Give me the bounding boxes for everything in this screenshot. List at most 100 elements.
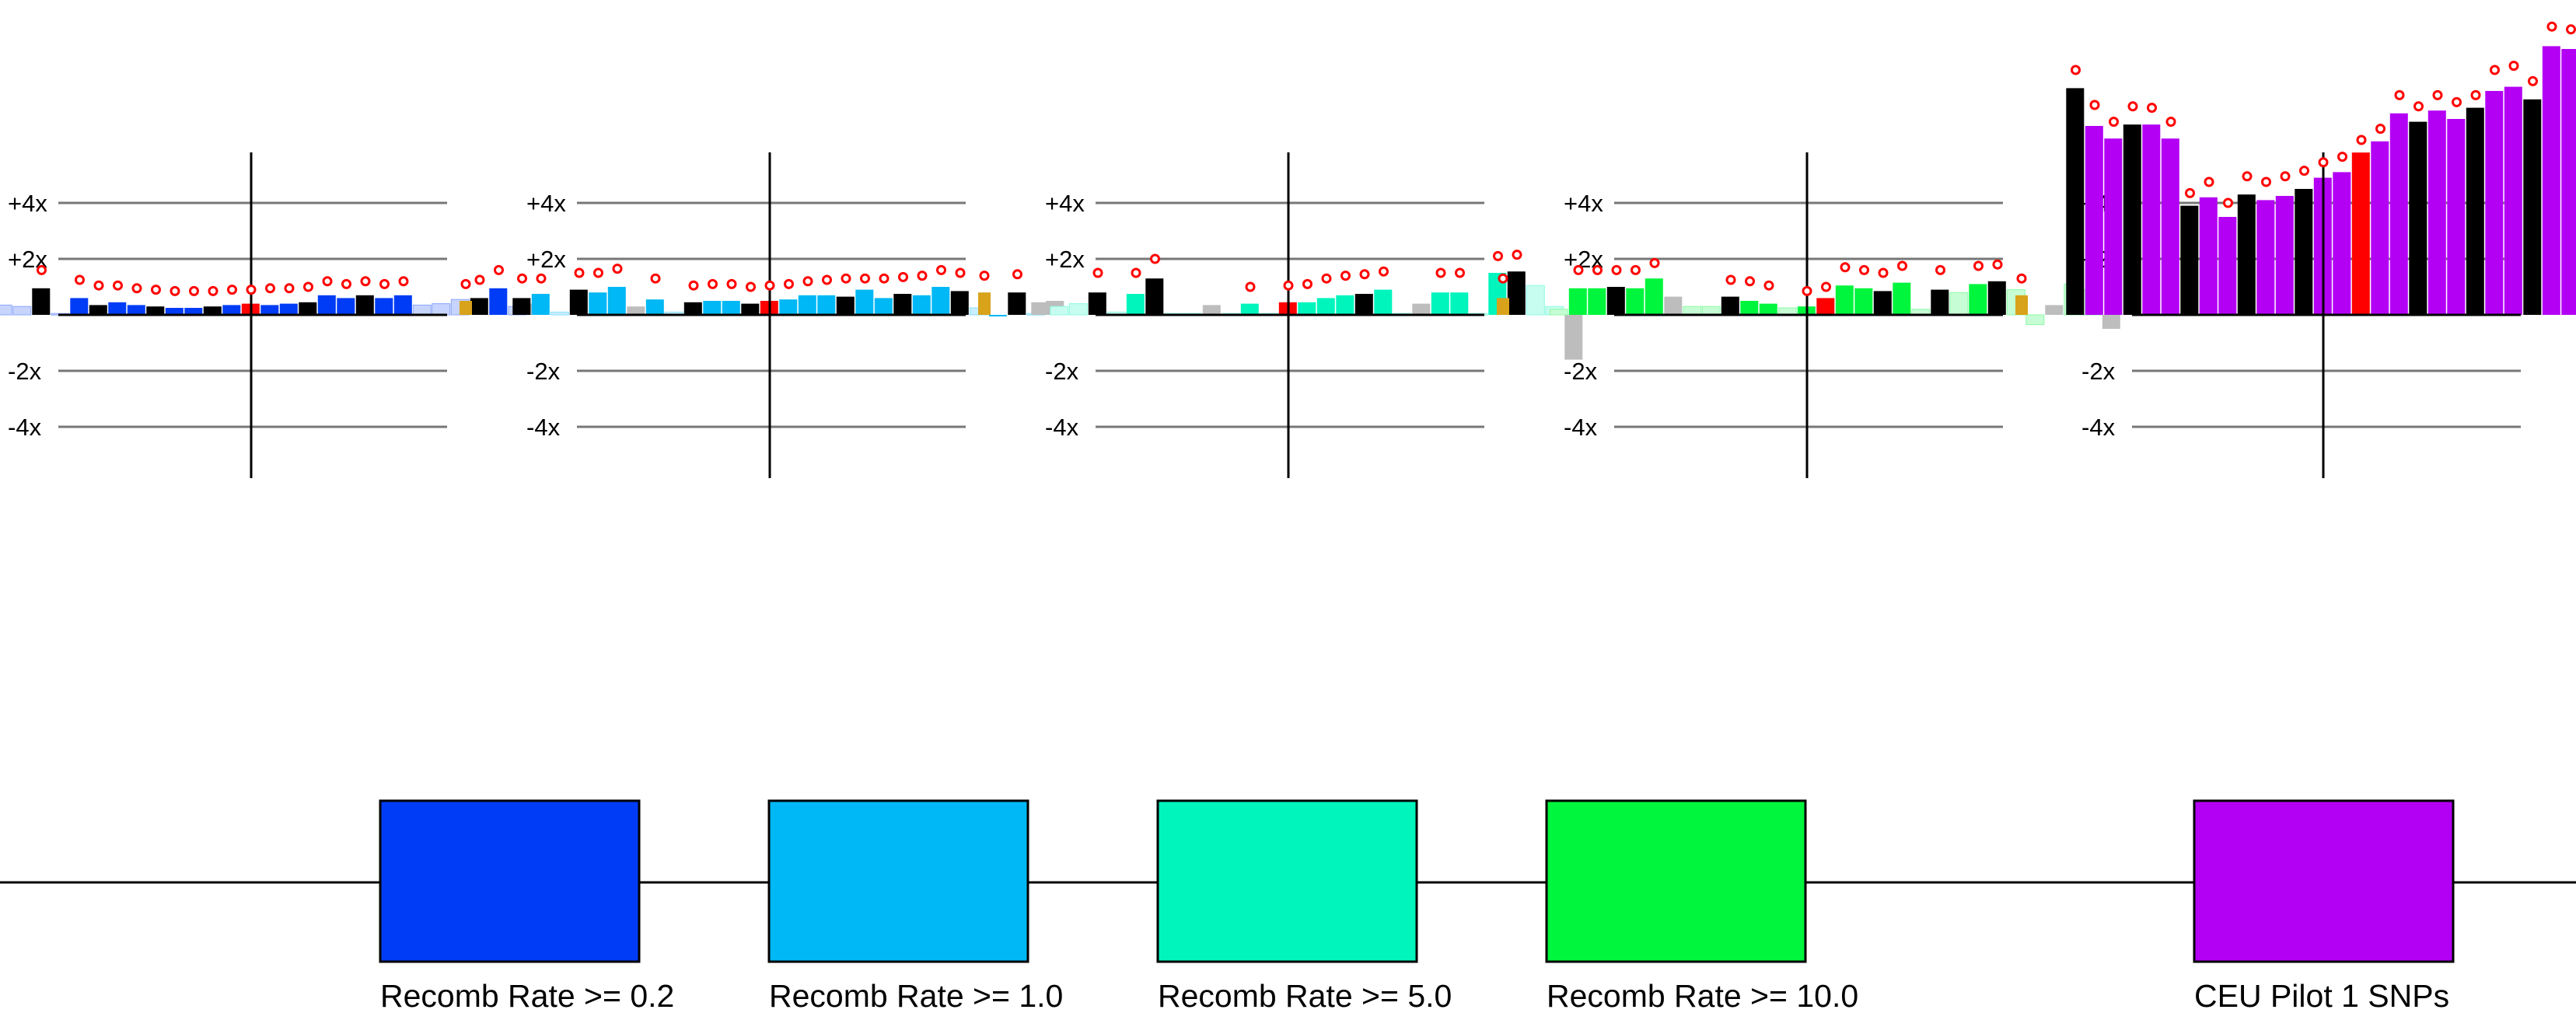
bar [1050,306,1069,316]
bar [2256,200,2275,315]
bar [108,302,127,315]
data-point [574,267,585,278]
legend-label: CEU Pilot 1 SNPs [2194,978,2449,1014]
bar [2351,152,2370,315]
bar [1526,285,1545,316]
y-tick-label: -2x [526,358,561,385]
legend-item: Recomb Rate >= 1.0 [767,799,1063,1014]
data-point [1012,269,1022,280]
bar [1068,303,1088,316]
bar [550,311,569,316]
bar [741,303,760,315]
bar [1374,289,1393,315]
bar [2102,315,2120,329]
bar [836,296,855,315]
y-tick-label: -4x [8,414,42,441]
bar [1568,288,1587,315]
bar [260,305,279,315]
data-point [75,274,85,285]
bar [2142,124,2161,315]
y-tick-label: +4x [8,190,47,217]
y-tick-label: -2x [2081,358,2116,385]
bar [627,306,645,315]
bar [1412,303,1431,315]
bar [337,298,355,315]
bar [2237,194,2256,315]
y-tick-label: -2x [1045,358,1079,385]
legend-swatch [1545,799,1807,963]
bar [1626,288,1645,315]
bar [1873,291,1892,315]
bar [1564,315,1583,360]
data-point [917,271,928,281]
data-point [131,283,142,294]
data-point [2452,96,2462,107]
data-point [2356,134,2367,145]
bar [70,298,89,315]
legend-label: Recomb Rate >= 0.2 [380,978,674,1014]
data-point [1150,253,1160,264]
data-point [2071,65,2081,75]
data-point [1092,267,1103,278]
bar [1298,302,1316,315]
data-point [1302,278,1312,289]
data-point [303,281,313,292]
y-tick-label: +4x [526,190,566,217]
bar [817,295,836,315]
bar [2427,110,2446,315]
data-point [955,267,966,278]
data-point [1321,273,1332,284]
bar [2218,217,2237,315]
bar [1008,292,1026,315]
data-point [322,276,333,287]
y-tick-label: -2x [1564,358,1598,385]
data-point [1493,250,1503,261]
data-point [650,273,661,284]
bar [470,298,488,315]
legend-item: Recomb Rate >= 0.2 [379,799,674,1014]
data-point [227,285,237,295]
bar [1683,306,1702,316]
bar [2523,99,2542,316]
legend-label: Recomb Rate >= 1.0 [769,978,1063,1014]
bar [1854,288,1873,315]
bar [683,302,702,315]
bar [0,304,12,316]
bar [127,305,145,315]
bar [531,294,550,315]
legend-swatch [2193,799,2455,963]
data-point [1878,267,1889,278]
data-point [2261,176,2271,187]
bar [1126,294,1145,315]
data-point [93,280,104,291]
data-point [2546,21,2557,32]
bar [1645,278,1663,315]
bar [89,305,107,315]
data-point [1573,264,1584,275]
data-point [1745,276,1755,287]
data-point [1973,260,1984,271]
legend: Recomb Rate >= 0.2 Recomb Rate >= 1.0 Re… [0,799,2576,1014]
bar [1336,295,1354,315]
bar [1816,298,1835,315]
bar [2333,172,2351,315]
bar [1740,301,1759,315]
bar [2542,46,2560,316]
data-point [208,285,218,296]
data-point [2185,187,2195,198]
data-point [360,276,371,287]
data-point [1245,281,1256,292]
bar [2025,314,2045,326]
bar [2066,88,2085,316]
legend-item: Recomb Rate >= 10.0 [1545,799,1858,1014]
data-point [2299,166,2309,176]
bar [2161,138,2179,315]
bar [2561,49,2576,315]
bar [375,298,393,315]
data-point [2394,89,2405,100]
bar [222,305,241,315]
bar [1588,288,1606,315]
data-point [1859,264,1869,275]
data-point [2490,65,2500,75]
